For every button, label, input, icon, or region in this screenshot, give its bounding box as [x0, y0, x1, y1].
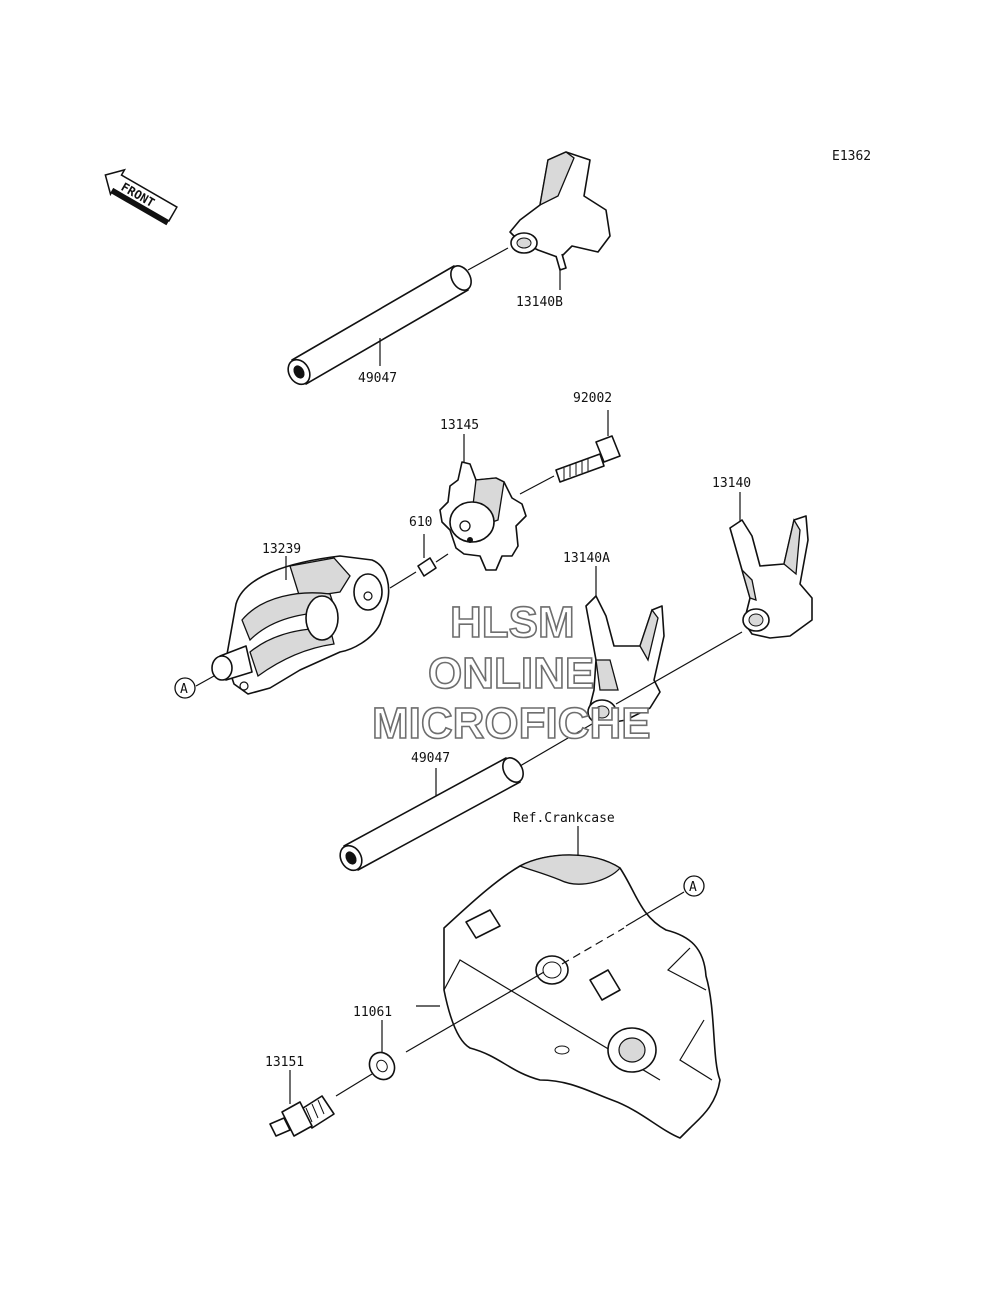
callout-92002: 92002: [573, 391, 612, 406]
ref-marker-a-crankcase: A: [683, 875, 705, 897]
washer-11061[interactable]: [365, 1048, 400, 1084]
shift-fork-13140b[interactable]: [509, 151, 611, 271]
shift-drum-cam-13145[interactable]: [439, 461, 527, 571]
neutral-switch-13151[interactable]: [269, 1095, 335, 1137]
shift-rod-49047-lower[interactable]: [336, 754, 527, 874]
front-direction-arrow-icon: FRONT: [104, 168, 178, 226]
screw-92002[interactable]: [555, 435, 621, 483]
watermark: HLSM ONLINE MICROFICHE: [371, 597, 651, 749]
callout-13145: 13145: [440, 418, 479, 433]
ref-marker-a-drum: A: [174, 677, 196, 699]
shift-rod-49047-upper[interactable]: [284, 262, 475, 388]
crankcase-reference: [443, 854, 721, 1139]
callout-49047-upper: 49047: [358, 371, 397, 386]
svg-text:HLSM: HLSM: [450, 598, 575, 647]
svg-text:MICROFICHE: MICROFICHE: [372, 699, 651, 748]
svg-text:A: A: [180, 682, 188, 697]
shift-fork-13140[interactable]: [729, 515, 813, 639]
shift-fork-13140a[interactable]: [585, 595, 665, 725]
callout-ref-crankcase: Ref.Crankcase: [513, 811, 615, 826]
pin-610[interactable]: [417, 557, 437, 577]
callout-13140a: 13140A: [563, 551, 610, 566]
callout-13151: 13151: [265, 1055, 304, 1070]
callout-13140b: 13140B: [516, 295, 563, 310]
diagram-code: E1362: [832, 149, 871, 164]
callout-610: 610: [409, 515, 432, 530]
callout-13140: 13140: [712, 476, 751, 491]
callout-13239: 13239: [262, 542, 301, 557]
svg-text:A: A: [689, 880, 697, 895]
callout-49047-lower: 49047: [411, 751, 450, 766]
svg-text:ONLINE: ONLINE: [428, 649, 594, 698]
shift-drum-13239[interactable]: [211, 555, 390, 695]
callout-11061: 11061: [353, 1005, 392, 1020]
